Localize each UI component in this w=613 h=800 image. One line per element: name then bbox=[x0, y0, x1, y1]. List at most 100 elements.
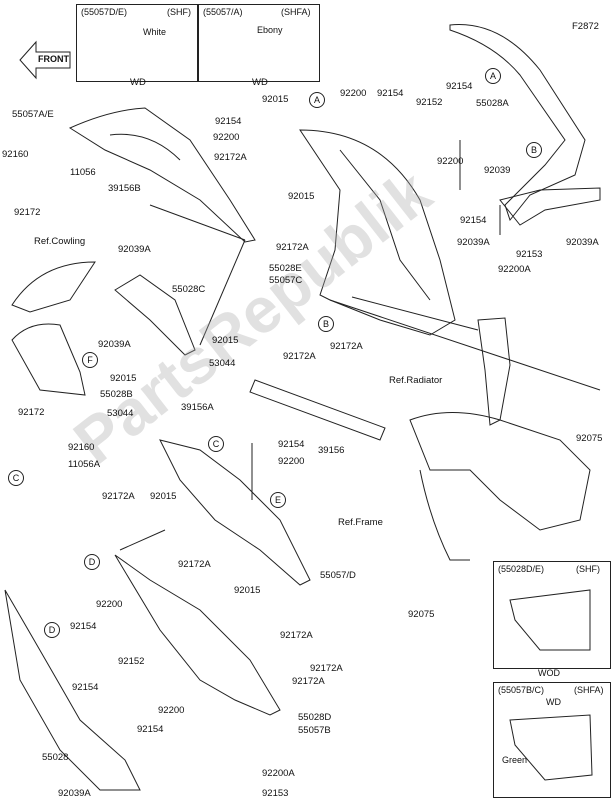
part-label: 92154 bbox=[137, 724, 164, 735]
part-label: 92015 bbox=[212, 335, 239, 346]
part-label: 11056A bbox=[68, 459, 101, 470]
variant-box-3: (55028D/E) (SHF) WOD bbox=[493, 561, 611, 678]
variant-suffix: WOD bbox=[538, 668, 560, 678]
variant-box-2: (55057/A) (SHFA) Ebony bbox=[198, 4, 320, 82]
variant-color: White bbox=[143, 27, 167, 37]
belly-strip bbox=[4, 589, 141, 791]
part-label: 92039A bbox=[566, 237, 599, 248]
part-label: 92172A bbox=[330, 341, 363, 352]
part-label: 92172A bbox=[292, 676, 325, 687]
figure-code: F2872 bbox=[572, 21, 599, 32]
variant-color: Ebony bbox=[257, 25, 283, 35]
part-label: 39156B bbox=[108, 183, 141, 194]
part-label: 92160 bbox=[68, 442, 95, 453]
variant-code: (55057/A) bbox=[203, 7, 243, 17]
part-label: 92200 bbox=[96, 599, 123, 610]
front-label: FRONT bbox=[38, 54, 69, 64]
inset-shape-4 bbox=[509, 714, 593, 781]
part-label: 92015 bbox=[234, 585, 261, 596]
part-label: 92200 bbox=[213, 132, 240, 143]
part-label: Ref.Frame bbox=[338, 517, 383, 528]
variant-box-1: (55057D/E) (SHF) White bbox=[76, 4, 198, 82]
part-label: 53044 bbox=[107, 408, 134, 419]
callout-a: A bbox=[485, 68, 501, 84]
part-label: 92200 bbox=[158, 705, 185, 716]
radiator-duct bbox=[477, 317, 511, 426]
part-label: 92039A bbox=[98, 339, 131, 350]
variant-name: (SHF) bbox=[576, 564, 600, 574]
part-label: 92172 bbox=[18, 407, 45, 418]
front-arrow-shape bbox=[19, 40, 71, 80]
variant-code: (55057B/C) bbox=[498, 685, 545, 695]
part-label: 92015 bbox=[110, 373, 137, 384]
variant-name: (SHFA) bbox=[281, 7, 311, 17]
part-label: 92154 bbox=[70, 621, 97, 632]
callout-e: E bbox=[270, 492, 286, 508]
inner-panel-upper bbox=[11, 261, 96, 313]
variant-suffix: WD bbox=[252, 77, 268, 88]
part-label: 92153 bbox=[516, 249, 543, 260]
callout-d: D bbox=[84, 554, 100, 570]
part-label: 92075 bbox=[576, 433, 603, 444]
part-label: 92200 bbox=[437, 156, 464, 167]
callout-c: C bbox=[8, 470, 24, 486]
part-label: 92154 bbox=[377, 88, 404, 99]
inset-shape-3 bbox=[509, 589, 591, 651]
part-label: 92154 bbox=[215, 116, 242, 127]
part-label: 92172A bbox=[283, 351, 316, 362]
variant-box-4: (55057B/C) (SHFA) WD Green bbox=[493, 682, 611, 798]
lower-fairing bbox=[114, 554, 281, 716]
part-label: 92039 bbox=[484, 165, 511, 176]
bracket-b bbox=[499, 187, 601, 226]
part-label: 55028E bbox=[269, 263, 302, 274]
part-label: 92039A bbox=[118, 244, 151, 255]
variant-code: (55028D/E) bbox=[498, 564, 545, 574]
callout-b: B bbox=[318, 316, 334, 332]
part-label: 53044 bbox=[209, 358, 236, 369]
part-label: 92015 bbox=[288, 191, 315, 202]
part-label: 92200 bbox=[340, 88, 367, 99]
part-label: 92154 bbox=[446, 81, 473, 92]
part-label: 92172 bbox=[14, 207, 41, 218]
part-label: 92200 bbox=[278, 456, 305, 467]
part-label: 92015 bbox=[262, 94, 289, 105]
part-label: 92015 bbox=[150, 491, 177, 502]
middle-lower-fairing bbox=[159, 439, 311, 586]
part-label: 92154 bbox=[72, 682, 99, 693]
part-label: 55057A/E bbox=[12, 109, 54, 120]
part-label: 55057B bbox=[298, 725, 331, 736]
inner-panel-lower bbox=[11, 323, 86, 396]
part-label: 92200A bbox=[262, 768, 295, 779]
part-label: 92172A bbox=[214, 152, 247, 163]
variant-name: (SHF) bbox=[167, 7, 191, 17]
upper-cowl-strip bbox=[449, 24, 586, 222]
part-label: 55057C bbox=[269, 275, 303, 286]
variant-code: (55057D/E) bbox=[81, 7, 128, 17]
part-label: 39156A bbox=[181, 402, 214, 413]
front-arrow-icon: FRONT bbox=[18, 38, 73, 88]
part-label: 92153 bbox=[262, 788, 289, 799]
variant-suffix: WD bbox=[546, 697, 561, 707]
part-label: 92172A bbox=[276, 242, 309, 253]
part-label: 55028C bbox=[172, 284, 206, 295]
part-label: 55028A bbox=[476, 98, 509, 109]
variant-color: Green bbox=[502, 755, 528, 765]
part-label: 92152 bbox=[118, 656, 145, 667]
upper-cowl-left bbox=[68, 107, 256, 243]
part-label: Ref.Cowling bbox=[34, 236, 86, 247]
variant-name: (SHFA) bbox=[574, 685, 604, 695]
part-label: 11056 bbox=[70, 167, 96, 178]
part-label: 92152 bbox=[416, 97, 443, 108]
part-label: 92172A bbox=[178, 559, 211, 570]
part-label: 55028D bbox=[298, 712, 332, 723]
variant-suffix: WD bbox=[130, 77, 146, 88]
callout-c: C bbox=[208, 436, 224, 452]
part-label: 92200A bbox=[498, 264, 531, 275]
part-label: 92039A bbox=[58, 788, 91, 799]
callout-a: A bbox=[309, 92, 325, 108]
callout-b: B bbox=[526, 142, 542, 158]
callout-f: F bbox=[82, 352, 98, 368]
frame bbox=[409, 412, 591, 531]
part-label: 92172A bbox=[102, 491, 135, 502]
